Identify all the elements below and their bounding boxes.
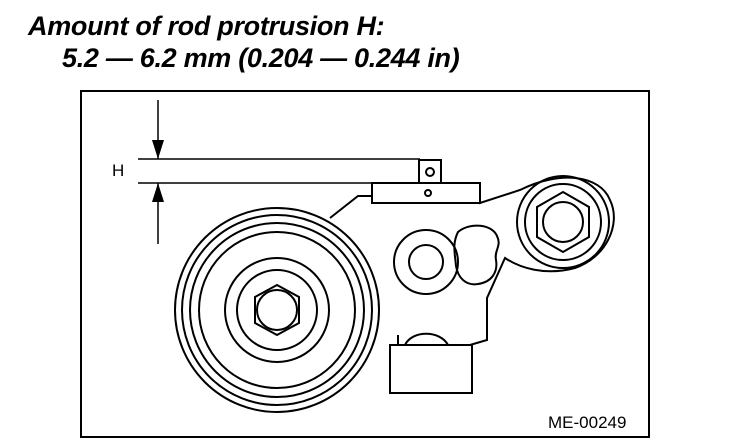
spec-heading: Amount of rod protrusion H: 5.2 — 6.2 mm…: [28, 10, 460, 74]
dimension-label-h: H: [112, 161, 124, 180]
figure-frame: [80, 90, 650, 438]
spec-value: 5.2 — 6.2 mm (0.204 — 0.244 in): [62, 43, 460, 73]
spec-title: Amount of rod protrusion H:: [28, 11, 385, 41]
figure-id-label: ME-00249: [548, 413, 626, 432]
